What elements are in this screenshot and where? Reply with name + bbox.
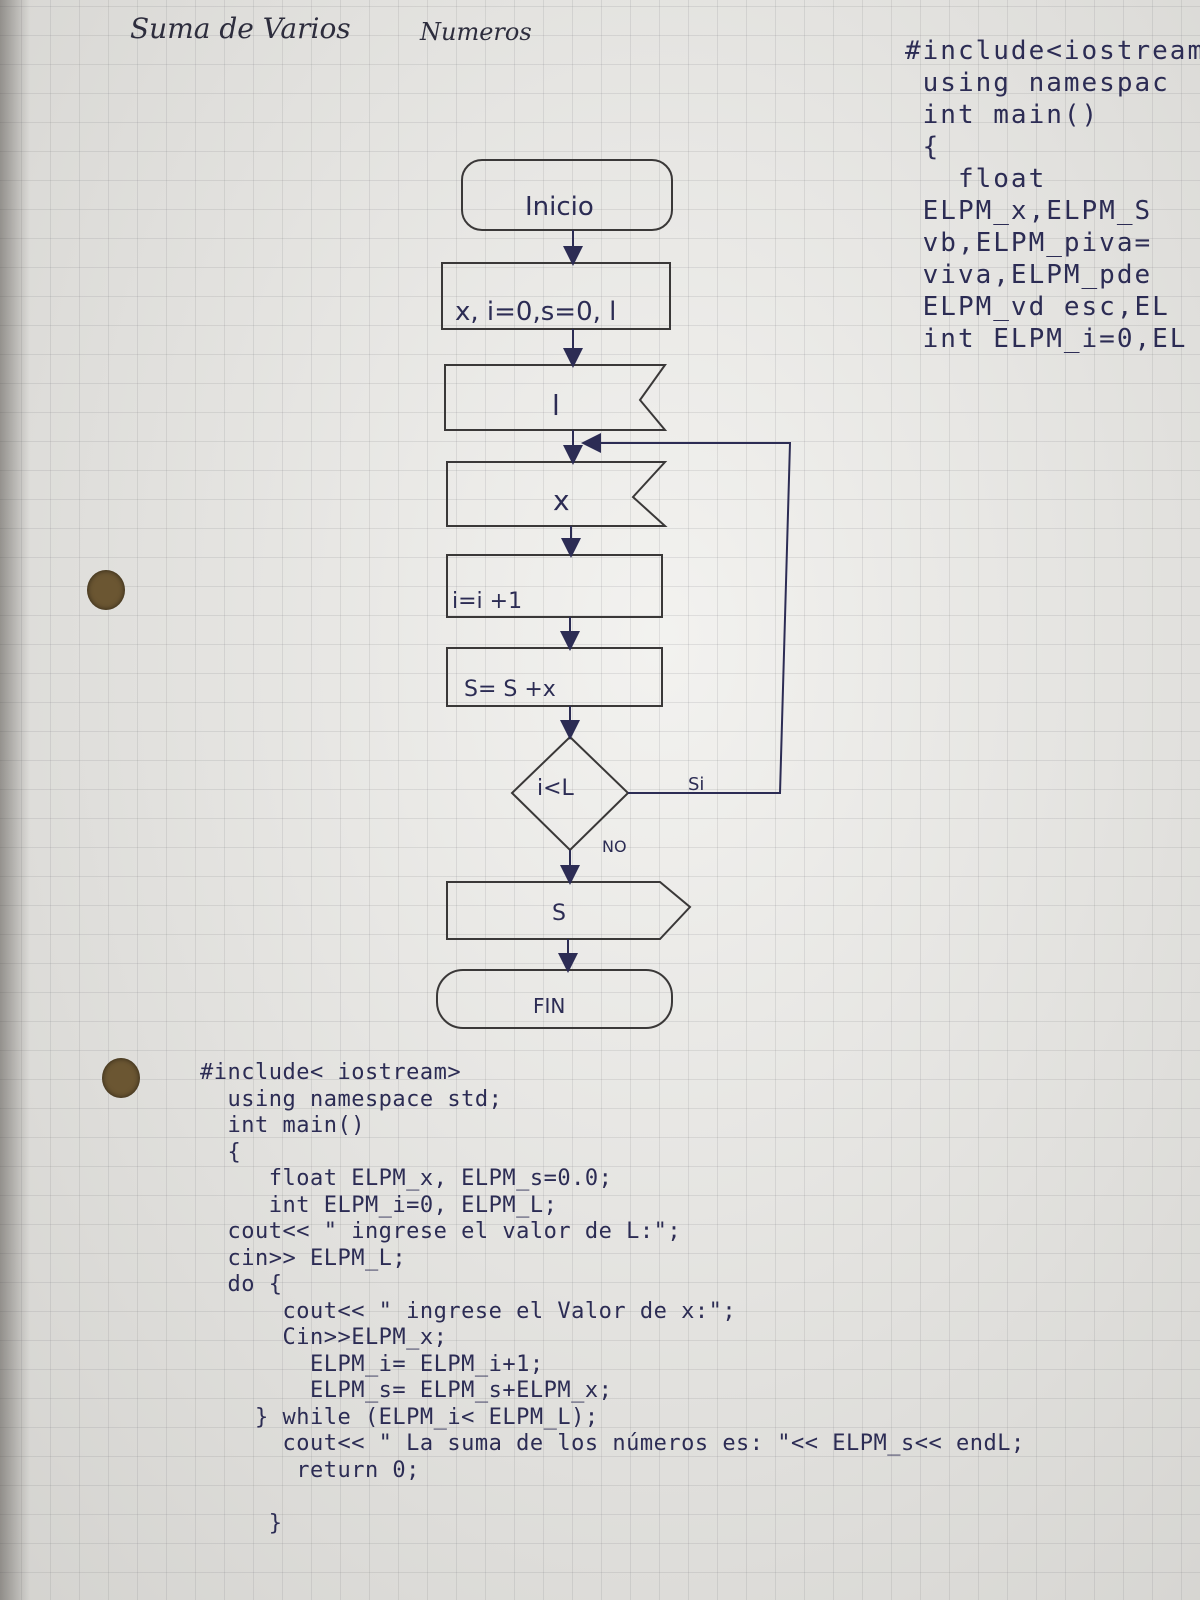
flowchart-input-l-label: l [552,389,560,422]
top-code-line: int ELPM_i=0,EL [905,324,1188,354]
flowchart-init-process [441,262,671,330]
top-code-line: float [905,164,1047,194]
top-code-line: viva,ELPM_pde [905,260,1153,290]
code-line: ELPM_i= ELPM_i+1; [200,1351,544,1377]
code-line: cin>> ELPM_L; [200,1245,407,1271]
top-code-line: vb,ELPM_piva= [905,228,1153,258]
flowchart-output-label: S [552,901,566,926]
flowchart-end-label: FIN [533,994,565,1018]
flowchart-accumulate-process [446,647,663,707]
code-line: } [200,1510,283,1536]
top-code-line: using namespac [905,68,1170,98]
code-line: using namespace std; [200,1086,503,1112]
flowchart-decision-label: i<L [537,776,575,801]
connector-loop-back [581,433,792,794]
page-subtitle: Numeros [420,18,532,46]
flowchart-output-shape [446,881,692,940]
flowchart-init-label: x, i=0,s=0, l [455,297,616,327]
top-code-line: ELPM_vd esc,EL [905,292,1170,322]
binder-hole-top [87,570,125,610]
top-code-line: int main() [905,100,1100,130]
flowchart-start-terminator [461,159,673,231]
top-code-line: ELPM_x,ELPM_S [905,196,1153,226]
code-line: cout<< " ingrese el Valor de x:"; [200,1298,737,1324]
flowchart-end-terminator [436,969,673,1029]
code-line: float ELPM_x, ELPM_s=0.0; [200,1166,613,1191]
code-line: #include< iostream> [200,1060,462,1085]
code-line: do { [200,1272,283,1297]
code-line: int main() [200,1113,365,1138]
code-line: return 0; [200,1457,420,1483]
code-line: } while (ELPM_i< ELPM_L); [200,1404,599,1430]
code-main: #include< iostream> using namespace std;… [200,1060,1025,1537]
code-line: { [200,1139,242,1165]
code-line: cout<< " La suma de los números es: "<< … [200,1431,1025,1456]
flowchart-input-x-label: x [553,484,570,517]
page-title: Suma de Varios [130,12,351,45]
flowchart-start-label: Inicio [525,192,594,222]
flowchart-yes-label: Si [688,774,704,795]
paper-edge-shadow [0,0,30,1600]
code-top-right: #include<iostream using namespac int mai… [905,35,1200,395]
code-line: int ELPM_i=0, ELPM_L; [200,1192,558,1218]
binder-hole-bottom [102,1058,140,1098]
code-line: Cin>>ELPM_x; [200,1325,448,1350]
flowchart-increment-process [446,554,663,618]
flowchart-input-l-shape [444,364,668,431]
top-code-line: #include<iostream [905,36,1200,66]
flowchart-accumulate-label: S= S +x [464,677,556,702]
code-line: ELPM_s= ELPM_s+ELPM_x; [200,1378,613,1403]
flowchart-no-label: NO [602,837,627,856]
code-line: cout<< " ingrese el valor de L:"; [200,1219,682,1244]
flowchart-increment-label: i=i +1 [452,589,522,614]
top-code-line: { [905,132,941,162]
flowchart-input-x-shape [446,461,668,527]
